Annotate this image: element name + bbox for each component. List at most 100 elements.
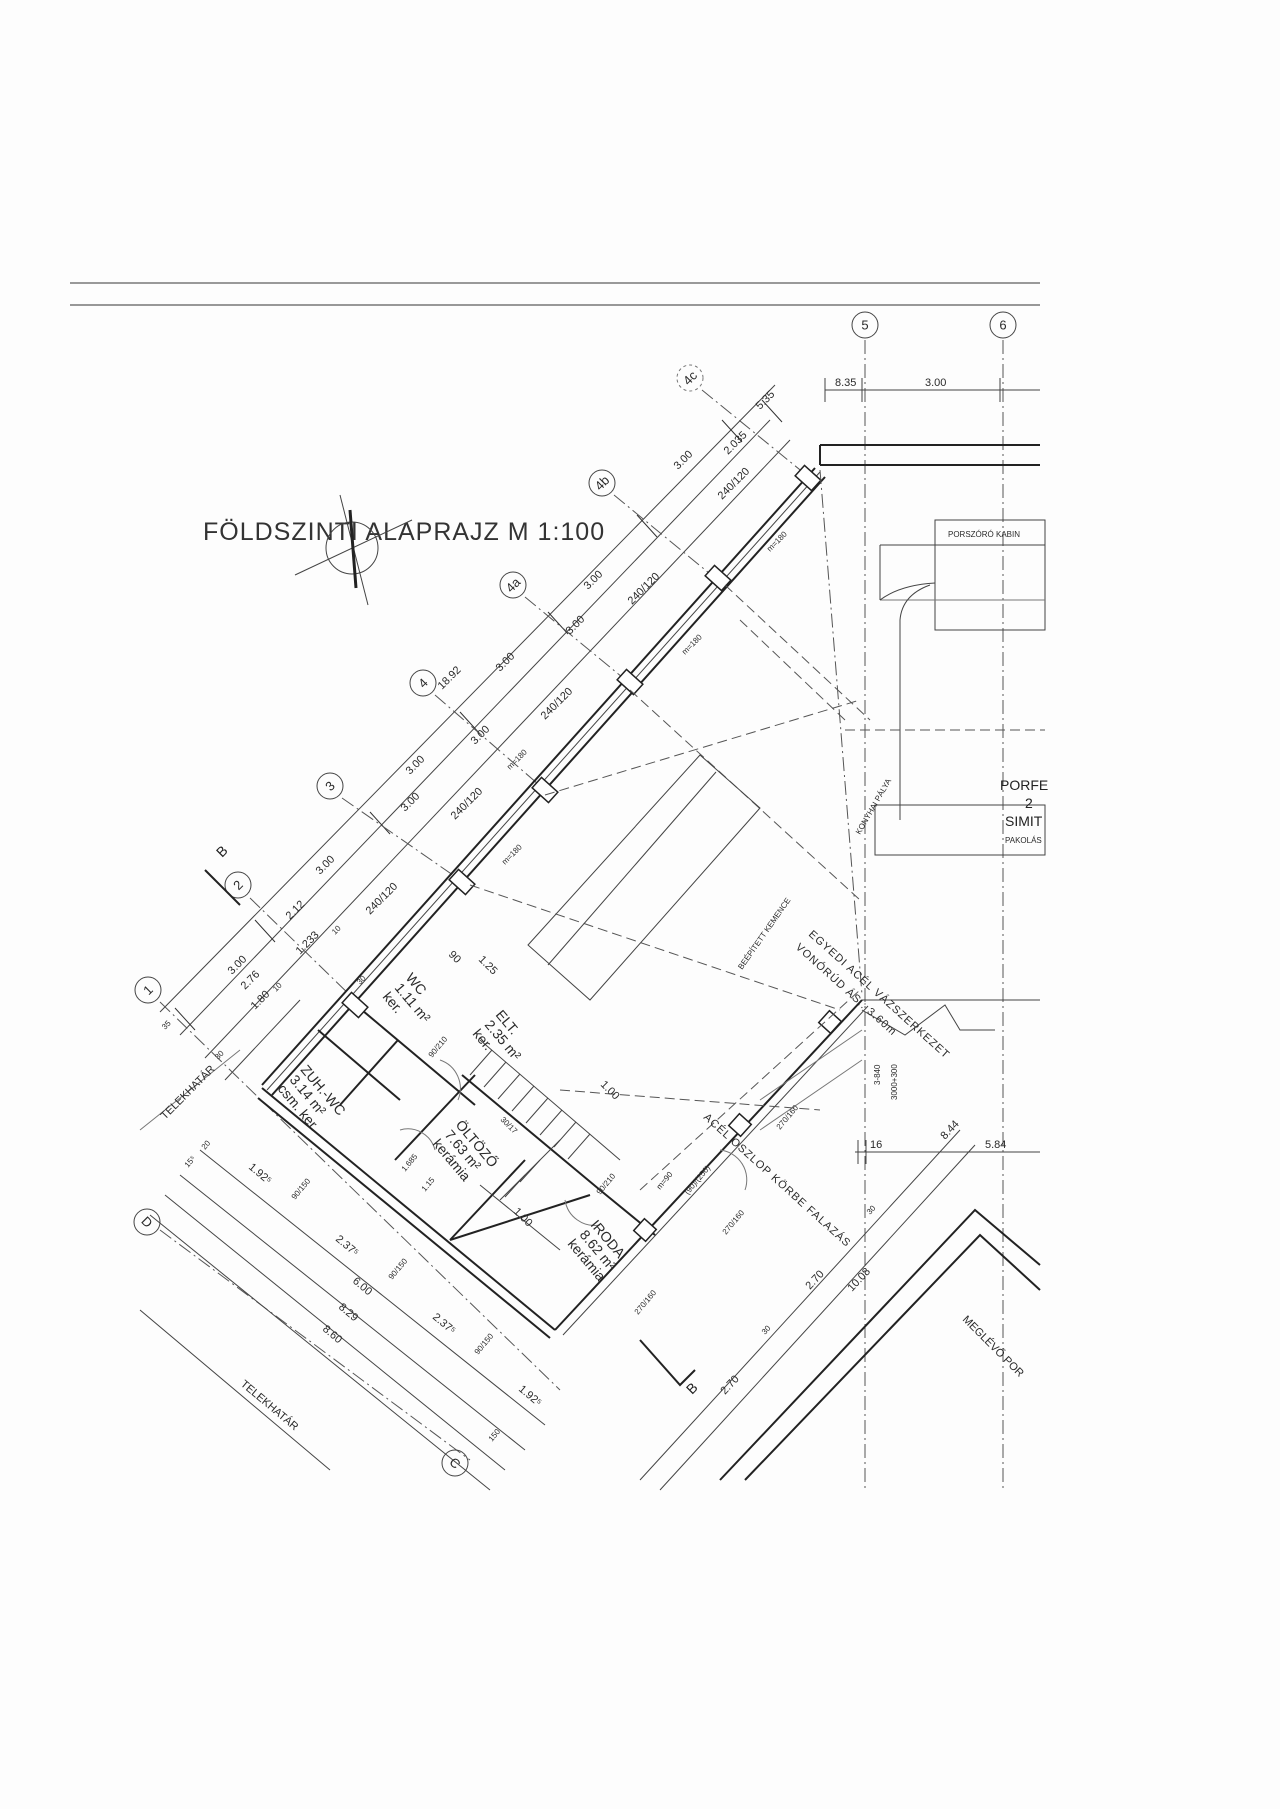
dim-label: 30 [865, 1203, 878, 1216]
window-size-label: 240/120 [449, 786, 486, 823]
right-dimension-lines [639, 378, 1040, 1491]
dim-label: 3.00 [399, 790, 423, 814]
note-porfe-2: 2 [1025, 795, 1033, 811]
dim-label: 2.37⁵ [430, 1311, 458, 1337]
dim-label: 1.92⁵ [246, 1161, 274, 1187]
built-in-oven-outline [527, 754, 761, 1001]
sill-height-label: m=180 [500, 842, 524, 866]
dim-label: 3.00 [494, 650, 518, 674]
window-size-label: 270/160 [633, 1288, 659, 1316]
note-steel-frame: EGYEDI ACÉL VÁZSZERKEZET [806, 928, 953, 1062]
dim-label: 1.00 [598, 1079, 622, 1103]
room-oltozo: ÖLTÖZŐ 7.63 m² kerámia [430, 1116, 502, 1184]
section-label: B [683, 1379, 701, 1397]
dim-label: 3.00 [226, 953, 250, 977]
grid-label: D [138, 1213, 155, 1230]
grid-marker-6: 6 [989, 311, 1017, 339]
grid-marker-4a: 4a [499, 571, 527, 599]
grid-axis-lines [159, 340, 1004, 1490]
note-simit: SIMIT [1005, 813, 1043, 829]
dim-label: 3.00 [582, 568, 606, 592]
dim-label: 8.29 [336, 1301, 360, 1324]
sill-height-label: m=90 [655, 1170, 675, 1192]
right-side-structures [759, 444, 1046, 1131]
dim-label: 6.00 [350, 1275, 374, 1298]
dim-label: 10 [330, 923, 343, 936]
section-label: B [213, 842, 231, 860]
existing-building-outline [719, 1208, 1041, 1481]
dim-label: 1.685 [400, 1152, 420, 1174]
grid-marker-4: 4 [409, 669, 437, 697]
building-walls [257, 467, 869, 1339]
grid-label: 4 [415, 675, 431, 691]
grid-marker-3: 3 [316, 772, 344, 800]
section-marker-b-top: B [204, 842, 241, 906]
note-built-in-oven: BEÉPÍTETT KEMENCE [736, 896, 792, 971]
dim-label: 2.70 [718, 1373, 741, 1397]
door-size-label: 90/210 [595, 1171, 618, 1196]
note-kitchen-counter: KONYHAI PÁLYA [854, 777, 894, 836]
dim-label: 3.00 [925, 377, 946, 389]
dim-label: 35 [160, 1018, 173, 1031]
top-dimension-labels: 18.92 3.00 3.00 3.00 3.00 3.00 3.00 5.35… [160, 388, 789, 1061]
dim-label: 3000+300 [890, 1064, 899, 1100]
dim-label: 150 [487, 1427, 503, 1443]
dim-label: 3-840 [873, 1064, 882, 1085]
room-zuh-wc: ZUH.-WC 3.14 m² csm. ker. [275, 1062, 349, 1134]
dim-label: 3.00 [404, 753, 428, 777]
grid-marker-4c: 4c [676, 364, 704, 392]
dim-label: 8.35 [835, 377, 856, 389]
dim-label: 2.70 [803, 1268, 826, 1292]
section-marker-b-bottom: B [639, 1339, 701, 1397]
dim-label: 30 [760, 1323, 773, 1336]
dim-label: 2.035 [722, 429, 750, 457]
note-porfe: PORFE [1000, 777, 1048, 793]
dim-label: 2.37⁵ [333, 1233, 361, 1259]
dim-label: 5.35 [754, 388, 778, 412]
dim-label: 20 [200, 1138, 213, 1151]
door-swings [399, 1059, 748, 1226]
grid-label: 6 [999, 318, 1006, 333]
staircase [469, 1039, 621, 1251]
dim-label: 5.84 [985, 1139, 1006, 1151]
dim-label: 18.92 [436, 664, 464, 692]
hall-dashed-lines [469, 469, 871, 1191]
note-boundary: TELEKHATÁR [238, 1377, 301, 1433]
stair-size-label: 30/17 [499, 1115, 520, 1136]
note-boundary: TELEKHATÁR [158, 1062, 218, 1122]
window-size-label: 240/120 [626, 571, 663, 608]
note-tie-rod: VONÓRÚD ÁS.: 3.60m [793, 941, 900, 1039]
dim-label: 15⁵ [183, 1154, 198, 1169]
grid-marker-d: D [133, 1208, 161, 1236]
dim-label: 2.76 [239, 968, 263, 992]
grid-label: 4b [592, 473, 613, 494]
dim-label: 30 [213, 1048, 226, 1061]
window-openings [341, 464, 843, 1243]
dim-label: 1.00 [511, 1206, 535, 1230]
dim-label: 3.00 [314, 853, 338, 877]
grid-label: 3 [322, 778, 338, 794]
grid-label: 4a [503, 574, 524, 595]
window-size-label: 240/120 [364, 881, 401, 918]
bottom-dimension-lines [139, 1049, 546, 1491]
room-wc: WC 1.11 m² ker. [380, 970, 434, 1026]
dim-label: 3.00 [672, 448, 696, 472]
grid-marker-5: 5 [851, 311, 879, 339]
window-size-label: 270/160 [721, 1208, 747, 1236]
door-size-label: (90)/(250) [683, 1163, 713, 1196]
dim-label: 30 [355, 973, 368, 986]
grid-label: 5 [861, 318, 868, 333]
dim-label: 1.25 [476, 954, 500, 978]
dim-label: 1.15 [420, 1175, 437, 1193]
north-arrow-icon [294, 494, 413, 606]
window-size-label: 240/120 [539, 686, 576, 723]
dim-label: 90 [446, 949, 463, 966]
door-size-label: 90/210 [427, 1034, 450, 1059]
dim-label: 8.60 [320, 1323, 344, 1346]
sill-height-label: m=180 [505, 747, 529, 771]
dim-label: 90/150 [387, 1256, 410, 1281]
plan-title: FÖLDSZINTI ALAPRAJZ M 1:100 [203, 518, 605, 546]
dim-label: 1.233 [294, 929, 322, 957]
